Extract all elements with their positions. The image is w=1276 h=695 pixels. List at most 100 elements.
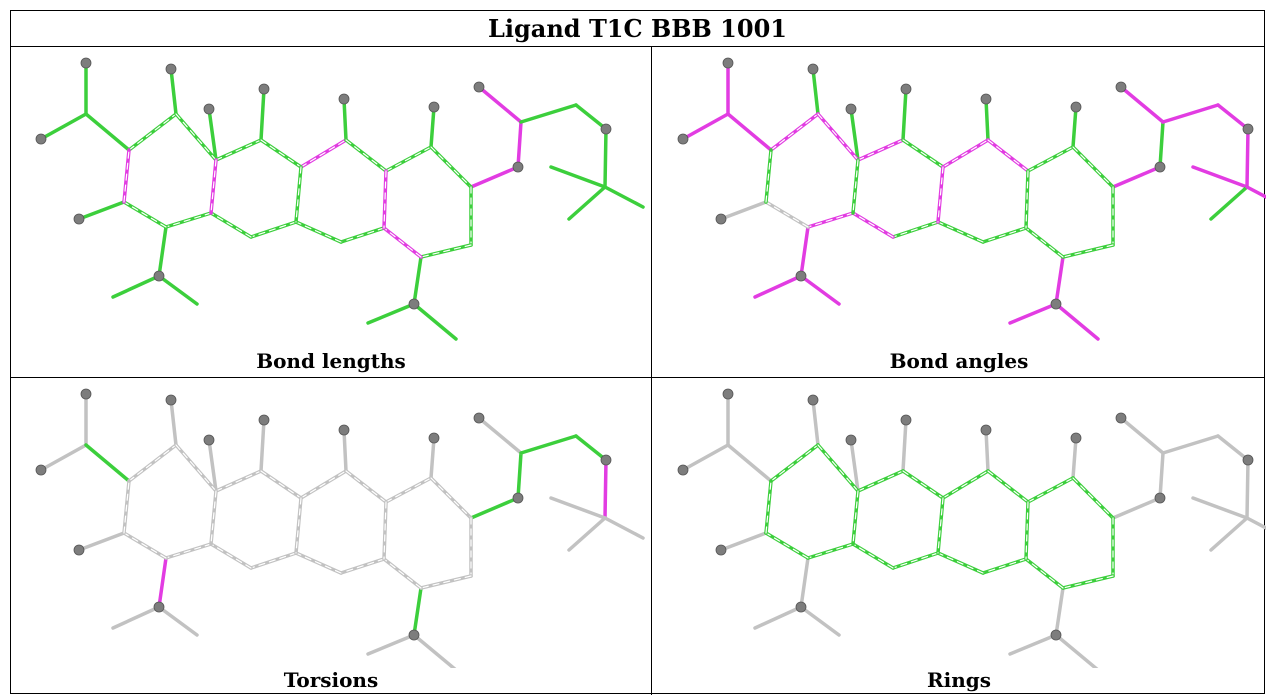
torsions-bond-dash-r7-r8 bbox=[385, 477, 432, 503]
angles-bond-r2-r3 bbox=[816, 112, 860, 162]
torsions-bond-mb-mb2 bbox=[157, 605, 199, 637]
rings-atom-m1 bbox=[722, 388, 734, 400]
lengths-atom-m2 bbox=[165, 63, 177, 75]
rings-bond-a1-r1 bbox=[726, 443, 773, 483]
lengths-bond-dash-r8-r9 bbox=[430, 146, 472, 188]
angles-bond-b1-t1 bbox=[1191, 165, 1249, 189]
rings-bond-mr-mr2 bbox=[1054, 633, 1099, 668]
angles-bond-dash-l8-l7 bbox=[1025, 227, 1064, 258]
torsions-bond-dash-l5-l4 bbox=[250, 552, 297, 569]
torsions-bond-dash-r7-l7 bbox=[383, 501, 387, 560]
lengths-bond-dash-r6-r7 bbox=[345, 139, 387, 172]
lengths-atom-s3 bbox=[600, 123, 612, 135]
rings-bond-m4-r4 bbox=[901, 418, 908, 473]
lengths-bond-b1-t1 bbox=[549, 165, 607, 189]
torsions-bond-s1-s2 bbox=[519, 434, 578, 455]
torsions-bond-dash-r5-l5 bbox=[295, 497, 302, 554]
torsions-bond-b1-t2 bbox=[567, 516, 607, 552]
lengths-bond-m4-r4 bbox=[259, 87, 266, 142]
torsions-bond-dash-l4-l3 bbox=[210, 543, 252, 569]
torsions-bond-a1-r1 bbox=[84, 443, 131, 483]
molecule-torsions bbox=[35, 388, 645, 668]
torsions-bond-dash-l2-l1 bbox=[123, 532, 167, 559]
angles-atom-m6 bbox=[1070, 101, 1082, 113]
rings-atom-m3 bbox=[845, 434, 857, 446]
rings-bond-dash-l9-l8 bbox=[1062, 575, 1114, 589]
torsions-atom-m3 bbox=[203, 434, 215, 446]
panel-torsions: Torsions bbox=[11, 378, 651, 695]
rings-bond-dash-l1-r1 bbox=[765, 480, 772, 534]
rings-atom-a3 bbox=[715, 544, 727, 556]
lengths-atom-m7 bbox=[473, 81, 485, 93]
rings-bond-l8-mr bbox=[1054, 586, 1065, 637]
lengths-bond-s2-s3 bbox=[574, 103, 608, 131]
rings-atom-m5 bbox=[980, 424, 992, 436]
angles-atom-a2 bbox=[677, 133, 689, 145]
rings-atom-mr bbox=[1050, 629, 1062, 641]
angles-bond-s1-s2 bbox=[1161, 103, 1220, 124]
lengths-bond-mr-mr1 bbox=[366, 302, 416, 325]
torsions-bond-dash-l3-l2 bbox=[165, 543, 212, 559]
rings-bond-r9-o1 bbox=[1111, 496, 1162, 520]
caption-bond-angles: Bond angles bbox=[889, 349, 1029, 373]
rings-bond-m5-r6 bbox=[984, 428, 990, 473]
angles-bond-dash-r1-r2 bbox=[770, 113, 819, 151]
lengths-atom-m3 bbox=[203, 103, 215, 115]
torsions-bond-dash-r1-r2 bbox=[128, 444, 177, 482]
rings-bond-dash-r5-r6 bbox=[942, 470, 989, 499]
rings-bond-mb-mb2 bbox=[799, 605, 841, 637]
angles-atom-m2 bbox=[807, 63, 819, 75]
angles-bond-dash-l1-r1 bbox=[765, 149, 772, 203]
angles-atom-m7 bbox=[1115, 81, 1127, 93]
lengths-bond-dash-l1-r1 bbox=[123, 149, 130, 203]
molecule-bond-lengths bbox=[35, 57, 645, 341]
torsions-atom-o1 bbox=[512, 492, 524, 504]
rings-atom-m4 bbox=[900, 414, 912, 426]
angles-bond-dash-l2-l1 bbox=[765, 201, 809, 228]
torsions-bond-dash-l6-l5 bbox=[295, 552, 342, 574]
torsions-bond-m4-r4 bbox=[259, 418, 266, 473]
angles-atom-m3 bbox=[845, 103, 857, 115]
lengths-bond-m6-r8 bbox=[429, 105, 436, 149]
lengths-bond-s1-s2 bbox=[519, 103, 578, 124]
angles-bond-a1-a2 bbox=[681, 112, 730, 141]
torsions-bond-dash-r5-r6 bbox=[300, 470, 347, 499]
lengths-atom-m5 bbox=[338, 93, 350, 105]
rings-bond-dash-r1-r2 bbox=[770, 444, 819, 482]
torsions-bond-dash-l1-r1 bbox=[123, 480, 130, 534]
lengths-atom-m6 bbox=[428, 101, 440, 113]
angles-bond-dash-l6-l5 bbox=[937, 221, 984, 243]
angles-atom-mr bbox=[1050, 298, 1062, 310]
rings-atom-s3 bbox=[1242, 454, 1254, 466]
torsions-atom-m7 bbox=[473, 412, 485, 424]
torsions-bond-r2-r3 bbox=[174, 443, 218, 493]
angles-atom-m1 bbox=[722, 57, 734, 69]
rings-atom-m7 bbox=[1115, 412, 1127, 424]
lengths-bond-dash-l2-l1 bbox=[123, 201, 167, 228]
torsions-bond-s1-m7 bbox=[477, 416, 523, 455]
angles-bond-s3-b1 bbox=[1245, 127, 1250, 189]
lengths-bond-r2-r3 bbox=[174, 112, 218, 162]
rings-bond-m3-r3 bbox=[849, 438, 860, 493]
torsions-atom-mb bbox=[153, 601, 165, 613]
angles-bond-m4-r4 bbox=[901, 87, 908, 142]
rings-bond-s2-s3 bbox=[1216, 434, 1250, 462]
angles-bond-mb-mb2 bbox=[799, 274, 841, 306]
rings-bond-s3-b1 bbox=[1245, 458, 1250, 520]
rings-bond-dash-r4-r5 bbox=[902, 470, 944, 499]
lengths-bond-dash-l3-l2 bbox=[165, 212, 212, 228]
angles-bond-dash-r6-r7 bbox=[987, 139, 1029, 172]
angles-bond-dash-l5-l4 bbox=[892, 221, 939, 238]
angles-bond-a3-l1 bbox=[719, 200, 768, 221]
torsions-atom-a2 bbox=[35, 464, 47, 476]
rings-bond-dash-l6-l5 bbox=[937, 552, 984, 574]
angles-atom-m4 bbox=[900, 83, 912, 95]
lengths-bond-l2-mb bbox=[157, 225, 168, 278]
lengths-bond-dash-r3-l3 bbox=[210, 159, 217, 214]
figure-title: Ligand T1C BBB 1001 bbox=[11, 11, 1264, 47]
torsions-atom-m5 bbox=[338, 424, 350, 436]
lengths-atom-m4 bbox=[258, 83, 270, 95]
angles-bond-dash-r5-r6 bbox=[942, 139, 989, 168]
lengths-bond-m5-r6 bbox=[342, 97, 348, 142]
lengths-bond-dash-l8-l7 bbox=[383, 227, 422, 258]
